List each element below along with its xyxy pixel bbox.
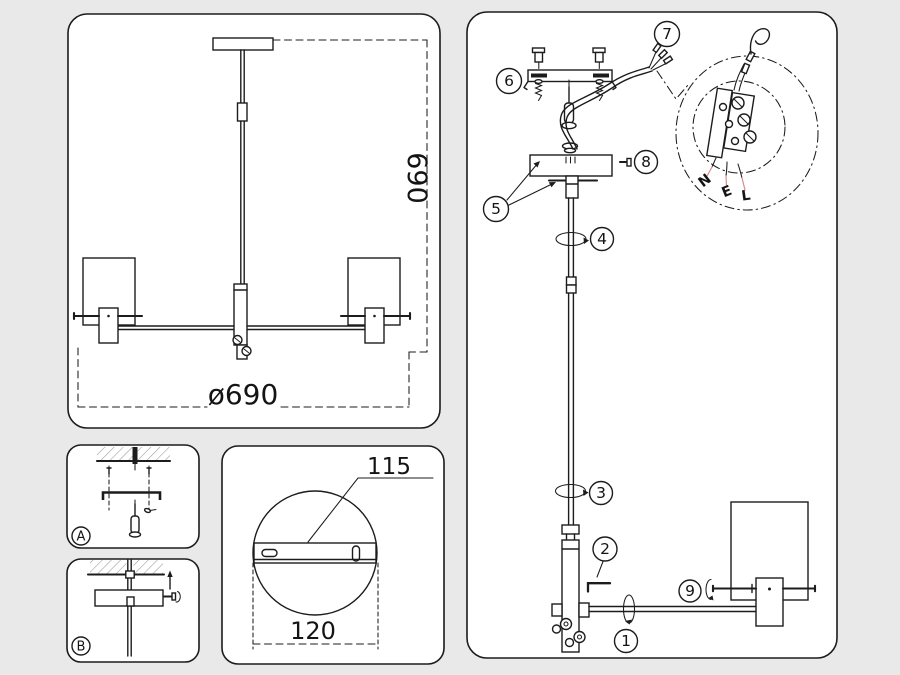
panel-step-a-border — [66, 444, 200, 549]
callout-4-label: 4 — [597, 230, 607, 248]
callout-8: 8 — [633, 149, 659, 175]
callout-1-label: 1 — [621, 632, 631, 650]
rod-collar — [125, 570, 135, 579]
screw-icon — [534, 78, 543, 102]
panel-main-view: 690 ø690 — [67, 13, 441, 429]
hub-screw — [573, 630, 586, 644]
panel-canopy-detail: 115 120 — [221, 445, 445, 665]
callout-9: 9 — [678, 579, 702, 603]
right-holder — [364, 307, 385, 344]
wire-terminal-tip — [662, 55, 674, 65]
lower-hub — [551, 524, 590, 653]
callout-6: 6 — [495, 67, 523, 95]
wire-label-l: L — [740, 187, 751, 204]
wire-leader-l — [741, 177, 746, 191]
wall-anchor-icon — [592, 47, 606, 70]
rod-joint — [565, 276, 577, 286]
callout-5-arrows — [506, 161, 556, 206]
callout-3: 3 — [588, 480, 614, 506]
hook-icon — [749, 28, 771, 55]
callout-5: 5 — [482, 195, 510, 223]
panel-step-b: B — [66, 558, 200, 663]
chandelier-front-drawing — [72, 37, 412, 360]
screw-icon — [143, 507, 157, 514]
leader-line — [307, 477, 434, 543]
screw-icon — [595, 78, 604, 102]
callout-8-label: 8 — [641, 153, 651, 171]
screw-icon — [618, 157, 632, 167]
terminal-detail-view: N E L — [675, 28, 819, 211]
step-a-badge — [71, 526, 91, 546]
dim-height-label: 690 — [401, 152, 432, 204]
rotation-arrow-icon — [175, 590, 181, 603]
detail-bracket-dim-label: 115 — [367, 454, 411, 480]
ceiling-bracket — [523, 69, 617, 91]
detail-pointer — [656, 70, 689, 100]
screw-icon — [146, 467, 152, 475]
coupling-collar — [561, 524, 580, 535]
lamp-holder — [755, 577, 784, 627]
terminal-block-drawing — [705, 28, 771, 179]
bracket-slot — [261, 548, 278, 558]
suspension-rod — [565, 197, 577, 526]
callout-2-label: 2 — [600, 540, 610, 558]
height-dimension: 690 — [272, 39, 432, 408]
ceiling-plate — [212, 37, 274, 51]
stem-joint — [236, 102, 248, 122]
rotation-arrow-icon — [705, 578, 714, 601]
detail-outer-circle — [675, 55, 819, 211]
step-a-label: A — [77, 530, 86, 545]
screwdriver-icon — [128, 499, 142, 538]
rotation-arrow-icon — [554, 483, 589, 499]
screw-icon — [162, 590, 181, 603]
detail-canopy-dim-label: 120 — [290, 617, 336, 645]
supply-wires — [559, 42, 674, 150]
callout-7: 7 — [653, 20, 681, 48]
threaded-bush — [565, 175, 579, 199]
wire-terminal-tip — [657, 48, 669, 60]
panel-step-a: A — [66, 444, 200, 549]
callout-7-label: 7 — [662, 25, 672, 43]
lamp-arm — [588, 594, 757, 625]
callout-9-label: 9 — [685, 582, 695, 600]
wall-anchor-icon — [531, 47, 546, 70]
callout-6-label: 6 — [504, 72, 514, 90]
rotation-arrow-icon — [555, 231, 589, 247]
diameter-dimension: ø690 — [77, 347, 410, 411]
bracket-slot — [351, 545, 361, 562]
callout-4: 4 — [589, 226, 615, 252]
rotation-arrow-icon — [622, 594, 636, 625]
step-b-badge — [71, 636, 91, 656]
canopy-circle — [252, 490, 378, 616]
mounting-bracket — [101, 491, 162, 500]
hub-screw — [559, 617, 573, 631]
detail-inner-circle — [692, 80, 786, 174]
panel-main-border — [67, 13, 441, 429]
up-arrow-icon — [167, 570, 173, 590]
lamp-head — [705, 501, 817, 627]
panel-assembly: N E L 6 7 8 5 — [466, 11, 838, 659]
wire-leader-e — [725, 175, 728, 187]
allen-key-icon — [586, 560, 612, 593]
step-b-label: B — [77, 640, 86, 655]
wire-terminal-tip — [652, 42, 662, 54]
panel-step-b-border — [66, 558, 200, 663]
wire-leader-n — [706, 166, 713, 177]
mounting-bracket-top-view — [253, 542, 377, 564]
callout-5-label: 5 — [491, 200, 501, 218]
callout-2: 2 — [592, 536, 618, 562]
callout-3-label: 3 — [596, 484, 606, 502]
dim-diameter-label: ø690 — [208, 378, 279, 411]
canopy-assembly — [529, 142, 613, 199]
callout-1: 1 — [613, 628, 639, 654]
ceiling-anchor — [132, 447, 138, 464]
left-holder — [98, 307, 119, 344]
screw-icon — [106, 467, 112, 475]
